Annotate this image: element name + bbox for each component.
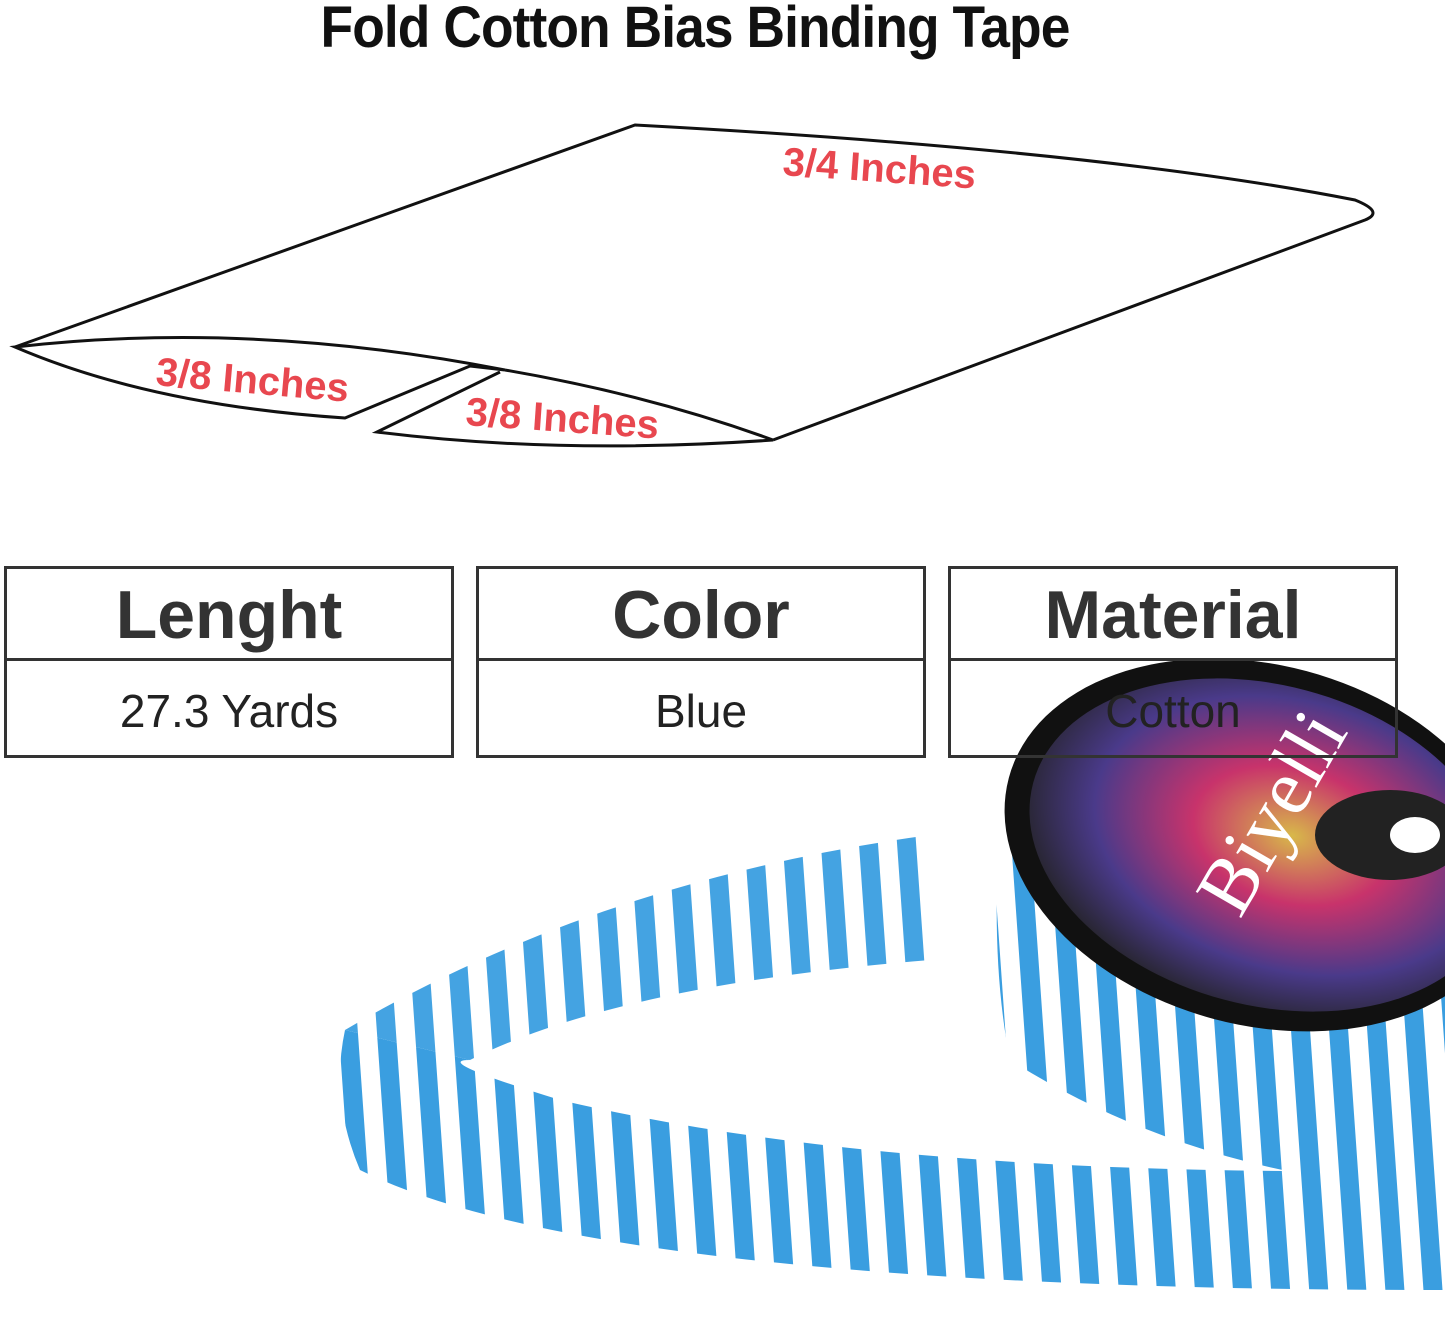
right-fold xyxy=(371,368,774,448)
page-title: Fold Cotton Bias Binding Tape xyxy=(320,0,1071,60)
spec-color: Color Blue xyxy=(476,566,926,758)
spool-label xyxy=(1029,678,1445,1012)
tape-loop-back xyxy=(345,835,930,1060)
spool-hub xyxy=(1315,790,1445,880)
spec-length-value: 27.3 Yards xyxy=(119,685,339,737)
top-width-label: 3/4 Inches xyxy=(781,140,977,197)
spec-material: Material Cotton xyxy=(948,566,1398,758)
spec-material-value: Cotton xyxy=(1105,685,1241,737)
spec-length-header: Lenght xyxy=(7,569,451,661)
product-photo: Biyelli xyxy=(340,660,1445,1290)
tape-loop-front xyxy=(340,1030,1445,1290)
right-fold-label: 3/8 Inches xyxy=(464,390,660,447)
fold-diagram: 3/4 Inches 3/8 Inches 3/8 Inches xyxy=(9,123,1375,448)
spool-hole xyxy=(1390,817,1440,853)
spec-color-header: Color xyxy=(479,569,923,661)
tape-top-face xyxy=(14,123,1375,442)
spec-length: Lenght 27.3 Yards xyxy=(4,566,454,758)
spec-color-value: Blue xyxy=(654,685,748,737)
left-fold-label: 3/8 Inches xyxy=(154,350,351,411)
spec-material-header: Material xyxy=(951,569,1395,661)
left-fold xyxy=(9,336,506,420)
